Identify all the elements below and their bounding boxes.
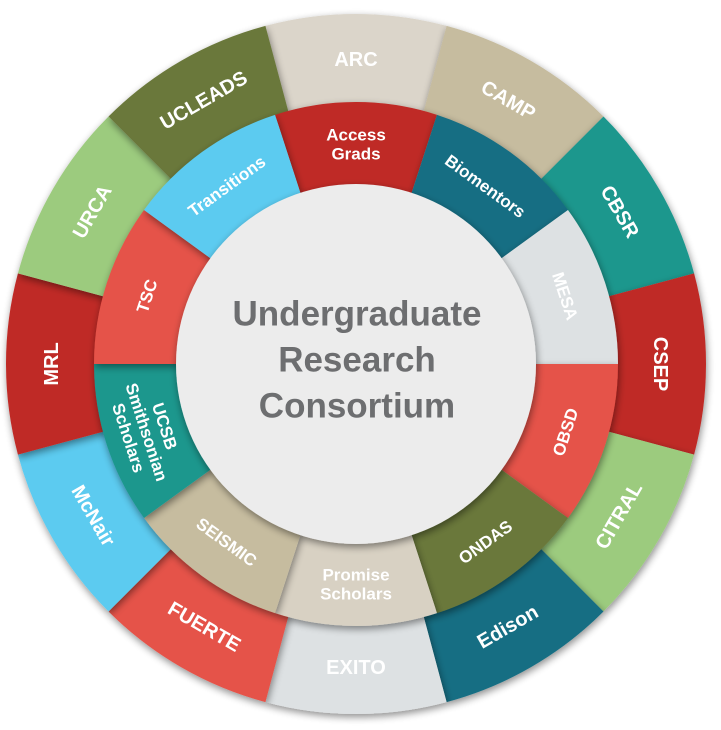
segment-shape: [17, 430, 174, 612]
center-hub: Undergraduate Research Consortium: [176, 184, 536, 544]
segment-shape: [94, 210, 212, 364]
segment-shape: [265, 613, 447, 714]
segment-label: CSEP: [649, 337, 671, 391]
segment-label-line: Scholars: [320, 584, 392, 603]
center-title-line-2: Research: [278, 341, 436, 380]
segment-label-line: ARC: [334, 49, 377, 71]
segment-shape: [605, 273, 706, 455]
center-title-line-3: Consortium: [259, 387, 455, 426]
inner-segment-seismic: SEISMIC: [144, 468, 301, 614]
segment-shape: [538, 430, 695, 612]
segment-shape: [411, 114, 568, 260]
center-title-line-1: Undergraduate: [233, 295, 482, 334]
segment-shape: [500, 364, 618, 518]
segment-label-line: MRL: [41, 342, 63, 385]
segment-label-line: Grads: [331, 144, 380, 163]
inner-segment-mesa: MESA: [500, 210, 618, 364]
segment-label-line: Promise: [322, 565, 389, 584]
segment-shape: [144, 114, 301, 260]
outer-segment-mcnair: McNair: [17, 430, 174, 612]
segment-label-line: Access: [326, 125, 386, 144]
segment-shape: [411, 468, 568, 614]
outer-segment-camp: CAMP: [422, 25, 604, 182]
segment-shape: [275, 102, 437, 195]
segment-shape: [500, 210, 618, 364]
segment-shape: [265, 14, 447, 115]
segment-label-line: CSEP: [649, 337, 671, 391]
inner-segment-transitions: Transitions: [144, 114, 301, 260]
segment-label: EXITO: [326, 657, 386, 679]
segment-shape: [108, 546, 290, 703]
outer-segment-fuerte: FUERTE: [108, 546, 290, 703]
outer-segment-urca: URCA: [17, 116, 174, 298]
segment-label: ARC: [334, 49, 377, 71]
segment-shape: [422, 25, 604, 182]
segment-shape: [17, 116, 174, 298]
outer-segment-exito: EXITO: [265, 613, 447, 714]
segment-shape: [144, 468, 301, 614]
inner-segment-ondas: ONDAS: [411, 468, 568, 614]
outer-segment-citral: CITRAL: [538, 430, 695, 612]
segment-shape: [108, 25, 290, 182]
outer-segment-mrl: MRL: [5, 273, 107, 455]
inner-segment-obsd: OBSD: [500, 364, 618, 518]
segment-shape: [94, 364, 212, 518]
segment-shape: [5, 273, 107, 455]
segment-shape: [422, 546, 604, 703]
outer-segment-edison: Edison: [422, 546, 604, 703]
segment-label-line: EXITO: [326, 657, 386, 679]
segment-label: MRL: [41, 342, 63, 385]
center-disc: [176, 184, 536, 544]
outer-segment-ucleads: UCLEADS: [108, 25, 290, 182]
segment-shape: [538, 116, 695, 298]
segment-shape: [275, 533, 437, 626]
inner-segment-tsc: TSC: [94, 210, 212, 364]
outer-segment-arc: ARC: [265, 14, 447, 115]
inner-segment-biomentors: Biomentors: [411, 114, 568, 260]
inner-segment-ucsb-smithsonian-scholars: UCSBSmithsonianScholars: [94, 364, 212, 518]
outer-segment-cbsr: CBSR: [538, 116, 695, 298]
outer-segment-csep: CSEP: [605, 273, 706, 455]
